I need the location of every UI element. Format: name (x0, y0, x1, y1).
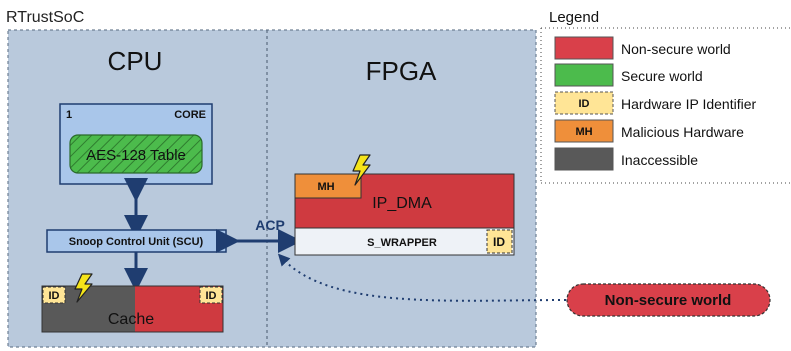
svg-text:ID: ID (49, 290, 60, 302)
ip-dma-label: IP_DMA (372, 195, 432, 212)
svg-text:Inaccessible: Inaccessible (621, 152, 698, 168)
legend-item-secure: Secure world (554, 63, 703, 87)
svg-text:Malicious Hardware: Malicious Hardware (621, 124, 744, 140)
cache-id-left (42, 286, 66, 304)
legend-item-non-secure: Non-secure world (554, 36, 731, 60)
cpu-label: CPU (108, 46, 163, 76)
lightning-icon-mh (352, 154, 371, 186)
scu-block: Snoop Control Unit (SCU) (46, 229, 227, 253)
legend: Legend Non-secure world Secure world ID … (540, 9, 791, 184)
non-secure-callout: Non-secure world (566, 283, 771, 317)
svg-text:Non-secure world: Non-secure world (621, 41, 731, 57)
svg-text:MH: MH (317, 181, 334, 193)
legend-title: Legend (549, 9, 599, 26)
core-number: 1 (66, 109, 72, 121)
s-wrapper-label: S_WRAPPER (367, 237, 437, 249)
scu-label: Snoop Control Unit (SCU) (69, 236, 204, 248)
ip-dma-block: MH IP_DMA (294, 173, 515, 229)
lightning-icon-cache (74, 273, 93, 303)
fpga-label: FPGA (366, 56, 437, 86)
cache-block: ID ID Cache (41, 285, 224, 333)
legend-item-mh: MH Malicious Hardware (554, 119, 744, 143)
aes-table-box (69, 134, 203, 174)
svg-text:Hardware IP Identifier: Hardware IP Identifier (621, 96, 756, 112)
svg-text:ID: ID (493, 235, 505, 249)
s-wrapper-block: S_WRAPPER ID (294, 227, 515, 256)
aes-table-label: AES-128 Table (86, 147, 186, 164)
core-label: CORE (174, 109, 206, 121)
legend-item-id: ID Hardware IP Identifier (554, 91, 756, 115)
cache-id-right (199, 286, 223, 304)
svg-text:MH: MH (575, 126, 592, 138)
wrapper-id (486, 229, 513, 254)
diagram-title: RTrustSoC (6, 9, 84, 26)
core-block: 1 CORE AES-128 Table (59, 103, 213, 185)
svg-text:ID: ID (579, 98, 590, 110)
svg-text:ID: ID (206, 290, 217, 302)
cache-label: Cache (108, 311, 154, 328)
legend-item-inaccessible: Inaccessible (554, 147, 698, 171)
attack-path (277, 253, 567, 302)
mh-badge (294, 173, 362, 199)
acp-label: ACP (255, 217, 285, 233)
svg-text:Secure world: Secure world (621, 68, 703, 84)
svg-text:Non-secure world: Non-secure world (605, 292, 732, 309)
